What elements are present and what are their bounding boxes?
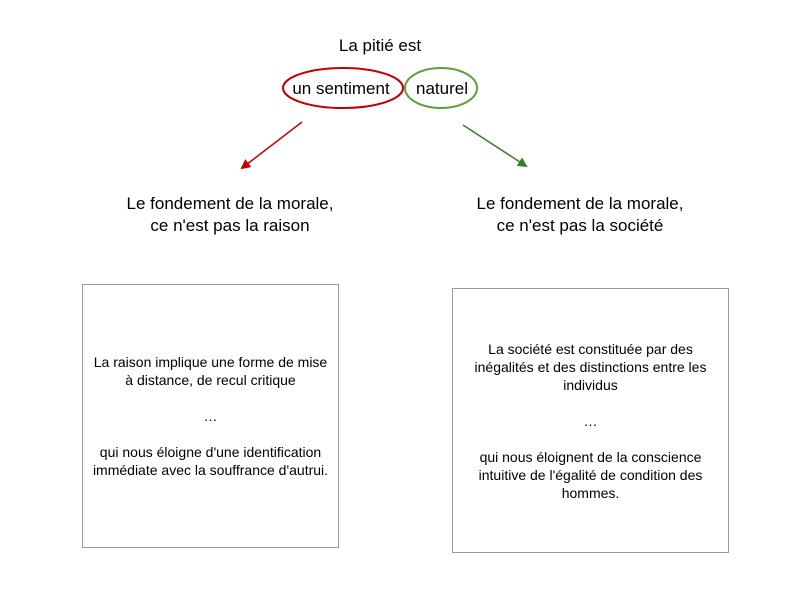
left-text-part2: qui nous éloigne d'une identification im… <box>92 444 329 478</box>
left-explanation-box: La raison implique une forme de mise à d… <box>82 284 339 548</box>
left-branch-heading: Le fondement de la morale, ce n'est pas … <box>70 193 390 237</box>
left-ellipsis: … <box>203 408 218 424</box>
arrow-left <box>240 121 303 170</box>
diagram-title: La pitié est <box>338 36 422 55</box>
sentiment-highlight-ellipse <box>282 67 404 109</box>
highlight-word-naturel: naturel <box>416 79 468 98</box>
highlight-word-sentiment: un sentiment <box>292 79 390 98</box>
left-explanation-text: La raison implique une forme de mise à d… <box>91 353 331 479</box>
right-explanation-box: La société est constituée par des inégal… <box>452 288 729 553</box>
arrow-right <box>462 124 528 168</box>
right-text-part2: qui nous éloignent de la conscience intu… <box>478 448 703 501</box>
left-heading-line1: Le fondement de la morale, <box>126 194 334 213</box>
left-heading-line2: ce n'est pas la raison <box>150 216 310 235</box>
right-explanation-text: La société est constituée par des inégal… <box>458 340 723 502</box>
right-heading-line1: Le fondement de la morale, <box>476 194 684 213</box>
right-heading-line2: ce n'est pas la société <box>496 216 664 235</box>
right-branch-heading: Le fondement de la morale, ce n'est pas … <box>420 193 740 237</box>
right-ellipsis: … <box>583 412 598 429</box>
naturel-highlight-ellipse <box>404 67 478 109</box>
right-text-part1: La société est constituée par des inégal… <box>474 340 707 393</box>
left-text-part1: La raison implique une forme de mise à d… <box>93 354 328 388</box>
